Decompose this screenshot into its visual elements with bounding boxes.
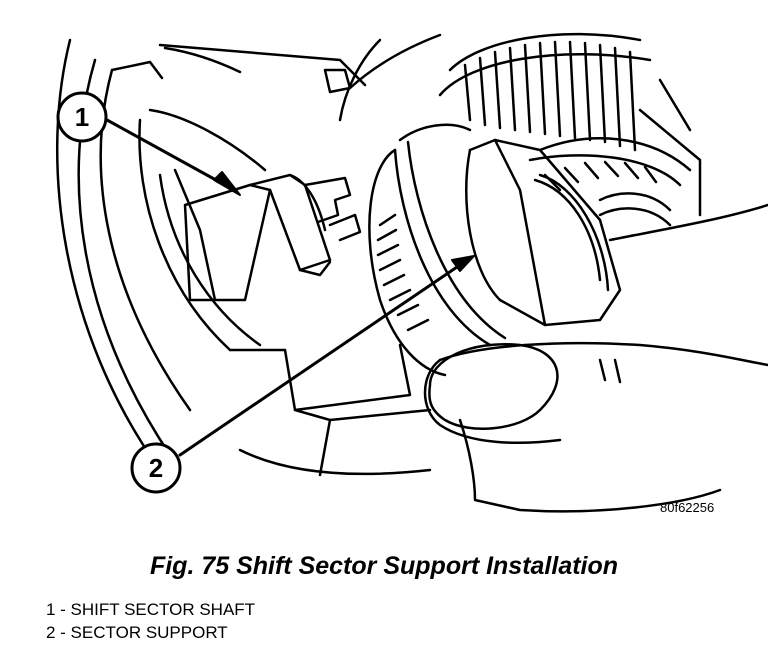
callout-2-number: 2 bbox=[149, 453, 163, 483]
shift-sector-shaft bbox=[183, 173, 362, 302]
legend-item-2: 2 - SECTOR SUPPORT bbox=[46, 623, 228, 642]
legend-item-1: 1 - SHIFT SECTOR SHAFT bbox=[46, 600, 256, 619]
leader-line-1 bbox=[105, 118, 227, 187]
callout-1: 1 bbox=[56, 91, 108, 143]
leader-lines bbox=[105, 118, 475, 457]
technical-illustration: 1 2 bbox=[55, 32, 768, 513]
figure-caption: Fig. 75 Shift Sector Support Installatio… bbox=[149, 552, 619, 580]
thumb bbox=[423, 341, 768, 513]
output-gear bbox=[438, 32, 768, 242]
sector-support bbox=[368, 123, 622, 377]
legend: 1 - SHIFT SECTOR SHAFT 2 - SECTOR SUPPOR… bbox=[46, 598, 255, 644]
leader-line-2 bbox=[178, 263, 462, 457]
callout-2: 2 bbox=[130, 442, 182, 494]
arrowhead-2-icon bbox=[451, 255, 475, 272]
figure-code: 80f62256 bbox=[660, 500, 715, 515]
callout-1-number: 1 bbox=[75, 102, 89, 132]
lower-bracket bbox=[228, 343, 432, 477]
arrowhead-1-icon bbox=[213, 171, 241, 196]
